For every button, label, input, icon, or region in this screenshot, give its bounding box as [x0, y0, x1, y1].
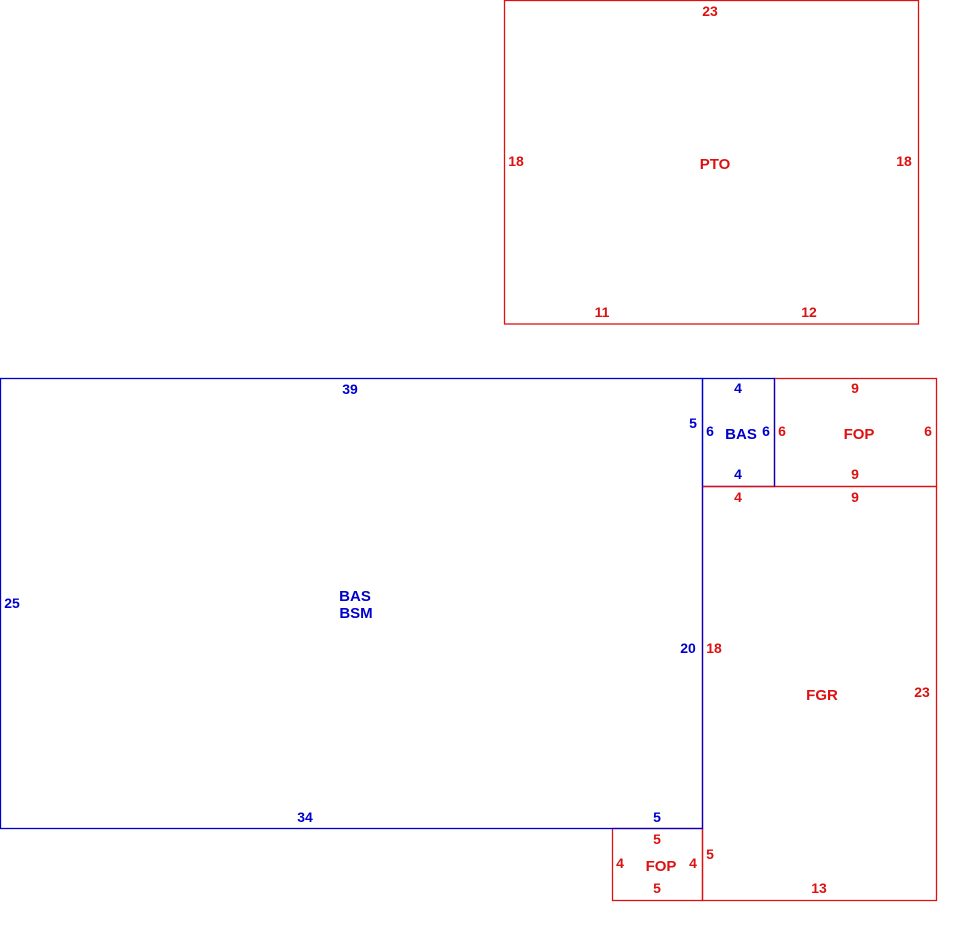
fgr-bottom-dimension: 13: [811, 880, 827, 896]
small-bas-area[interactable]: BAS 4 4 6 6: [701, 377, 776, 488]
small-bas-bottom-dimension: 4: [734, 466, 742, 482]
fop-top-bottom-dimension: 9: [851, 466, 859, 482]
main-bas-bsm-area[interactable]: BAS BSM 39 25 20 34 5 5: [0, 377, 704, 830]
pto-area[interactable]: PTO 23 18 18 11 12: [503, 0, 920, 325]
fgr-top-right-dimension: 9: [851, 489, 859, 505]
main-area-notch-right-dimension: 5: [689, 415, 697, 431]
fop-bottom-bottom-dimension: 5: [653, 880, 661, 896]
pto-left-dimension: 18: [508, 153, 524, 169]
fgr-notch-left-dimension: 5: [706, 846, 714, 862]
fop-bottom-left-dimension: 4: [616, 855, 624, 871]
main-area-bottom-dimension: 34: [297, 809, 313, 825]
small-bas-left-dimension: 6: [706, 423, 714, 439]
fop-bottom-area[interactable]: FOP 5 5 4 4: [611, 827, 704, 902]
small-bas-label: BAS: [725, 426, 757, 443]
fgr-top-left-dimension: 4: [734, 489, 742, 505]
pto-bottom-right-dimension: 12: [801, 304, 817, 320]
pto-right-dimension: 18: [896, 153, 912, 169]
pto-outline: [503, 0, 920, 325]
main-area-outline: [0, 377, 704, 830]
fop-bottom-right-dimension: 4: [689, 855, 697, 871]
fgr-left-dimension: 18: [706, 640, 722, 656]
fop-top-left-dimension: 6: [778, 423, 786, 439]
pto-top-dimension: 23: [702, 3, 718, 19]
main-area-notch-bottom-dimension: 5: [653, 809, 661, 825]
fop-top-label: FOP: [844, 426, 875, 443]
main-area-right-dimension: 20: [680, 640, 696, 656]
main-area-label-line2: BSM: [339, 605, 372, 622]
fgr-area[interactable]: FGR 4 9 18 23 13 5: [701, 485, 938, 902]
fop-top-right-dimension: 6: [924, 423, 932, 439]
main-area-left-dimension: 25: [4, 595, 20, 611]
pto-bottom-left-dimension: 11: [595, 304, 610, 320]
fgr-label: FGR: [806, 687, 838, 704]
main-area-label-line1: BAS: [339, 588, 371, 605]
fgr-right-dimension: 23: [914, 684, 930, 700]
fop-bottom-top-dimension: 5: [653, 831, 661, 847]
fop-top-top-dimension: 9: [851, 380, 859, 396]
small-bas-right-dimension: 6: [762, 423, 770, 439]
fop-bottom-label: FOP: [646, 858, 677, 875]
pto-label: PTO: [700, 156, 731, 173]
main-area-top-dimension: 39: [342, 381, 358, 397]
small-bas-top-dimension: 4: [734, 380, 742, 396]
fop-top-area[interactable]: FOP 9 9 6 6: [773, 377, 938, 488]
